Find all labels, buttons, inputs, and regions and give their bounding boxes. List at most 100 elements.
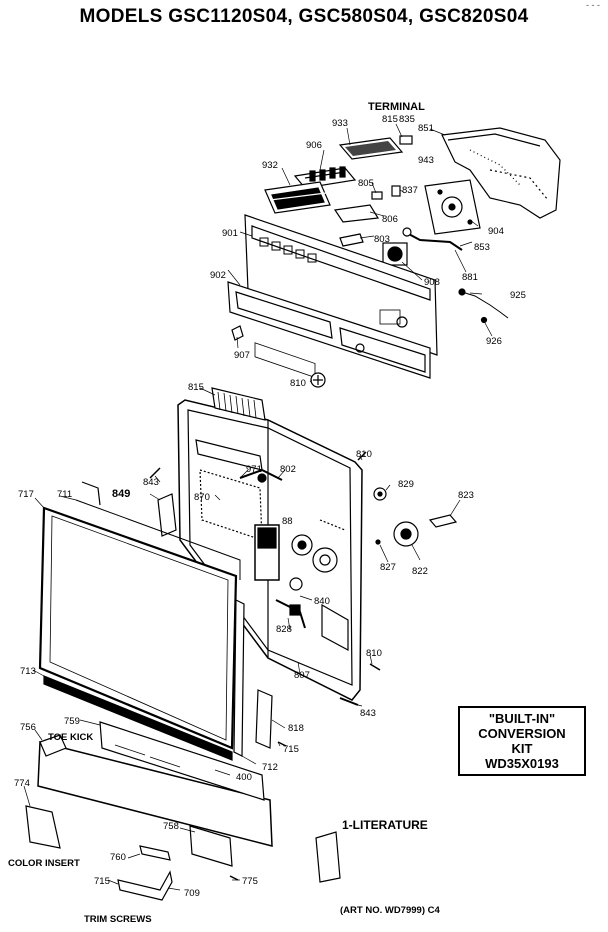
selector-switch (382, 242, 408, 266)
part-label: 810 (356, 449, 372, 460)
part-label: 829 (398, 479, 414, 490)
part-label: 715 (94, 876, 110, 887)
part-label: 932 (262, 160, 278, 171)
part-label: 815 (382, 114, 398, 125)
bracket-818 (255, 689, 273, 749)
part-label: 907 (234, 350, 250, 361)
literature-icon (315, 831, 341, 883)
part-label: 835 (399, 114, 415, 125)
terminal-board (338, 137, 404, 160)
screw-843 (149, 467, 161, 479)
part-label: 805 (358, 178, 374, 189)
screw (480, 316, 488, 324)
part-label: 760 (110, 852, 126, 863)
color-insert (25, 805, 61, 849)
part-label: 711 (57, 489, 72, 500)
side-trim (233, 599, 245, 757)
part-label: 759 (64, 716, 80, 727)
part-label: 901 (222, 228, 238, 239)
hinge-849 (157, 493, 177, 537)
toe-kick (37, 721, 273, 847)
small-bracket (339, 233, 364, 247)
part-label: 925 (510, 290, 526, 301)
kit-line-4: WD35X0193 (485, 756, 559, 771)
part-label: 823 (458, 490, 474, 501)
right-housing (441, 127, 561, 219)
part-label: 756 (20, 722, 36, 733)
small-switch (371, 191, 383, 200)
screw-827 (375, 539, 381, 545)
page-title: MODELS GSC1120S04, GSC580S04, GSC820S04 (79, 6, 529, 27)
part-label: 715 (283, 744, 299, 755)
part-label: 971 (246, 464, 262, 475)
color-insert-label: COLOR INSERT (8, 858, 80, 869)
part-label: 902 (210, 270, 226, 281)
conversion-kit-box: "BUILT-IN" CONVERSION KIT WD35X0193 (458, 706, 586, 776)
part-label: 827 (380, 562, 396, 573)
wire-lead (461, 291, 509, 319)
part-label: 926 (486, 336, 502, 347)
corner-mark: - - - (586, 0, 600, 10)
part-label: 908 (424, 277, 440, 288)
art-number: (ART NO. WD7999) C4 (340, 905, 440, 916)
latch-lever (404, 231, 463, 251)
part-label: 775 (242, 876, 258, 887)
part-label: 758 (163, 821, 179, 832)
kit-line-2: CONVERSION (478, 726, 566, 741)
kit-line-3: KIT (511, 741, 533, 756)
part-label: 840 (314, 596, 330, 607)
pin-823 (428, 514, 458, 528)
door-latch (239, 468, 283, 481)
part-label: 709 (184, 888, 200, 899)
terminal-clip (399, 135, 413, 145)
part-label: 713 (20, 666, 36, 677)
literature-label: 1-LITERATURE (342, 818, 428, 832)
part-label: 943 (418, 155, 434, 166)
clip-756 (39, 734, 67, 757)
timer (424, 179, 481, 235)
part-label: 843 (143, 477, 159, 488)
part-label: 803 (374, 234, 390, 245)
part-label: 88 (282, 516, 293, 527)
part-label: 818 (288, 723, 304, 734)
part-label: 810 (366, 648, 382, 659)
part-label: 881 (462, 272, 478, 283)
insulator-sheet (333, 204, 380, 223)
part-label: 774 (14, 778, 30, 789)
part-label: 712 (262, 762, 278, 773)
panel-758 (189, 825, 233, 867)
part-label: 904 (488, 226, 504, 237)
part-label: 717 (18, 489, 34, 500)
toe-kick-label: TOE KICK (48, 732, 93, 743)
trim-709 (117, 870, 173, 901)
part-label: 802 (280, 464, 296, 475)
screw-775 (229, 875, 239, 881)
bracket-760 (139, 845, 171, 861)
vent-grille (211, 387, 266, 421)
button-cap (231, 325, 244, 341)
part-label: 810 (290, 378, 306, 389)
switch-bracket (264, 181, 331, 214)
control-console (244, 214, 438, 379)
terminal-label: TERMINAL (368, 101, 425, 113)
outer-door-panel (38, 481, 241, 750)
part-label: 807 (294, 670, 310, 681)
screw-715 (277, 741, 287, 747)
part-label: 851 (418, 123, 434, 134)
screw-810a (357, 451, 367, 461)
bottom-trim (43, 675, 233, 761)
part-label: 853 (474, 242, 490, 253)
part-label: 906 (306, 140, 322, 151)
part-label: 837 (402, 185, 418, 196)
part-label: 806 (382, 214, 398, 225)
part-label: 822 (412, 566, 428, 577)
part-label: 870 (194, 492, 210, 503)
part-label: 828 (276, 624, 292, 635)
part-label: 400 (236, 772, 252, 783)
front-overlay (227, 281, 431, 379)
screw-810b (369, 663, 381, 671)
part-label: 933 (332, 118, 348, 129)
part-label: 849 (112, 488, 130, 500)
small-relay (391, 185, 401, 197)
part-label: 815 (188, 382, 204, 393)
